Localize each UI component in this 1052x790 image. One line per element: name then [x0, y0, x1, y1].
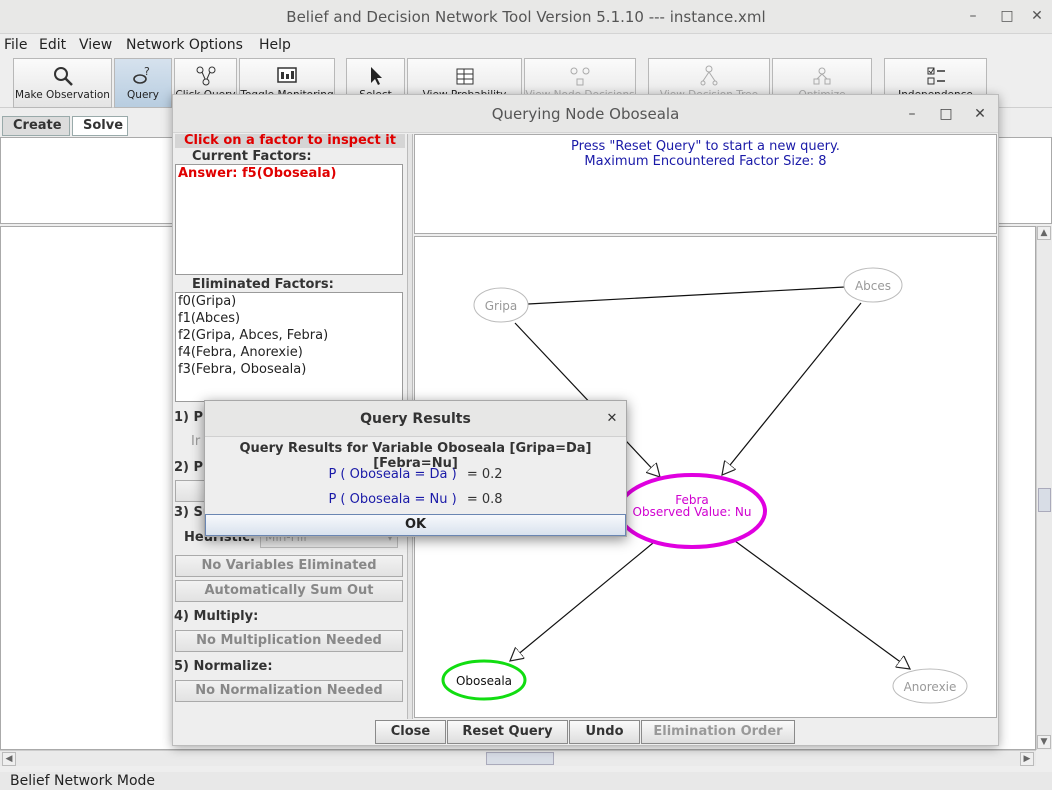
menu-bar: File Edit View Network Options Help [0, 34, 1052, 56]
window-title: Belief and Decision Network Tool Version… [286, 8, 766, 26]
query-dialog-buttonbar: Close Reset Query Undo Elimination Order [173, 720, 998, 746]
edge-febra-oboseala [510, 542, 654, 661]
edge-gripa-abces [527, 286, 846, 305]
query-dialog-title: Querying Node Oboseala [173, 95, 998, 133]
tree-icon [700, 65, 718, 86]
query-results-dialog: Query Results ✕ Query Results for Variab… [204, 400, 627, 537]
current-factor-item[interactable]: Answer: f5(Oboseala) [178, 166, 337, 181]
undo-button[interactable]: Undo [569, 720, 640, 744]
current-factors-list[interactable]: Answer: f5(Oboseala) [175, 164, 403, 275]
svg-text:?: ? [144, 65, 150, 78]
query-icon: ? [133, 65, 150, 84]
eliminated-factor-item[interactable]: f4(Febra, Anorexie) [178, 345, 303, 360]
menu-view[interactable]: View [79, 37, 113, 53]
current-factors-label: Current Factors: [192, 149, 312, 164]
eliminated-factors-list[interactable]: f0(Gripa) f1(Abces) f2(Gripa, Abces, Feb… [175, 292, 403, 402]
step-3-label: 3) Su [174, 505, 213, 520]
node-febra[interactable]: Febra Observed Value: Nu [617, 473, 767, 549]
window-titlebar: Belief and Decision Network Tool Version… [0, 0, 1052, 34]
result-value: = 0.2 [466, 467, 503, 482]
network-graph: Gripa Abces Febra Observed Value: Nu Obo… [441, 267, 968, 704]
no-normalization-button[interactable]: No Normalization Needed [175, 680, 403, 702]
step-4-label: 4) Multiply: [174, 609, 259, 624]
node-anorexie[interactable]: Anorexie [892, 668, 968, 704]
elimination-order-button[interactable]: Elimination Order [641, 720, 795, 744]
node-febra-label: Febra [675, 493, 709, 507]
step-1-label: 1) Pr [174, 410, 210, 425]
result-value: = 0.8 [466, 492, 503, 507]
main-vertical-scrollbar[interactable]: ▲ ▼ [1036, 226, 1052, 750]
scroll-down-icon[interactable]: ▼ [1037, 735, 1051, 749]
eliminated-factor-item[interactable]: f1(Abces) [178, 311, 241, 326]
node-abces-label: Abces [855, 279, 891, 293]
query-dialog-close-button[interactable]: ✕ [974, 106, 986, 122]
menu-edit[interactable]: Edit [39, 37, 67, 53]
step-2-label: 2) Pr [174, 460, 210, 475]
optimize-icon [813, 67, 831, 85]
node-oboseala-label: Oboseala [456, 674, 512, 688]
results-close-button[interactable]: ✕ [606, 411, 618, 426]
tab-solve[interactable]: Solve [72, 116, 128, 136]
magnifier-icon [53, 67, 73, 86]
main-horizontal-scrollbar[interactable]: ◀ ▶ [0, 750, 1036, 766]
cursor-icon [370, 67, 382, 85]
automatically-sum-out-button[interactable]: Automatically Sum Out [175, 580, 403, 602]
close-query-button[interactable]: Close [375, 720, 446, 744]
node-febra-observed: Observed Value: Nu [633, 505, 752, 519]
table-icon [456, 68, 473, 85]
step-1-sub: Ir [191, 434, 201, 449]
horizontal-scroll-thumb[interactable] [486, 752, 554, 765]
query-dialog-minimize-button[interactable]: – [908, 106, 916, 122]
result-label: P ( Oboseala = Nu ) [328, 492, 457, 507]
menu-file[interactable]: File [4, 37, 28, 53]
info-line-2: Maximum Encountered Factor Size: 8 [584, 154, 827, 169]
eliminated-factor-item[interactable]: f2(Gripa, Abces, Febra) [178, 328, 329, 343]
node-oboseala[interactable]: Oboseala [441, 659, 527, 701]
step-5-label: 5) Normalize: [174, 659, 273, 674]
minimize-button[interactable]: – [969, 8, 977, 24]
scroll-left-icon[interactable]: ◀ [2, 752, 16, 766]
menu-network-options[interactable]: Network Options [126, 37, 243, 53]
node-gripa[interactable]: Gripa [473, 287, 529, 323]
decision-network-icon [570, 67, 590, 86]
query-button[interactable]: ? Query [114, 58, 172, 108]
status-bar: Belief Network Mode [0, 772, 1052, 790]
result-row: P ( Oboseala = Da ) = 0.2 [205, 467, 626, 482]
make-observation-label: Make Observation [15, 89, 110, 101]
maximize-button[interactable]: □ [1000, 8, 1014, 24]
query-dialog-maximize-button[interactable]: □ [939, 106, 953, 122]
reset-query-button[interactable]: Reset Query [447, 720, 568, 744]
tab-create[interactable]: Create [2, 116, 70, 136]
make-observation-button[interactable]: Make Observation [13, 58, 112, 108]
ok-button[interactable]: OK [205, 514, 626, 536]
scroll-up-icon[interactable]: ▲ [1037, 226, 1051, 240]
eliminated-factor-item[interactable]: f3(Febra, Oboseala) [178, 362, 307, 377]
query-info-pane: Press "Reset Query" to start a new query… [414, 134, 997, 234]
edge-febra-anorexie [734, 540, 910, 669]
eliminated-factor-item[interactable]: f0(Gripa) [178, 294, 237, 309]
checklist-icon [927, 67, 945, 85]
factor-hint: Click on a factor to inspect it [175, 134, 405, 148]
close-button[interactable]: ✕ [1031, 8, 1043, 24]
no-variables-eliminated-button[interactable]: No Variables Eliminated [175, 555, 403, 577]
result-label: P ( Oboseala = Da ) [328, 467, 457, 482]
eliminated-factors-label: Eliminated Factors: [192, 277, 334, 292]
network-icon [196, 66, 215, 86]
vertical-scroll-thumb[interactable] [1038, 488, 1051, 512]
monitor-icon [277, 67, 297, 83]
no-multiplication-button[interactable]: No Multiplication Needed [175, 630, 403, 652]
results-heading: Query Results for Variable Oboseala [Gri… [239, 441, 592, 471]
info-line-1: Press "Reset Query" to start a new query… [571, 139, 840, 154]
results-dialog-title: Query Results [205, 401, 626, 437]
node-abces[interactable]: Abces [843, 267, 903, 303]
chevron-down-icon: ▾ [386, 530, 393, 544]
scroll-right-icon[interactable]: ▶ [1020, 752, 1034, 766]
node-gripa-label: Gripa [485, 299, 518, 313]
menu-help[interactable]: Help [259, 37, 291, 53]
result-row: P ( Oboseala = Nu ) = 0.8 [205, 492, 626, 507]
edge-abces-febra [722, 302, 862, 475]
node-anorexie-label: Anorexie [904, 680, 957, 694]
query-label: Query [127, 89, 159, 101]
